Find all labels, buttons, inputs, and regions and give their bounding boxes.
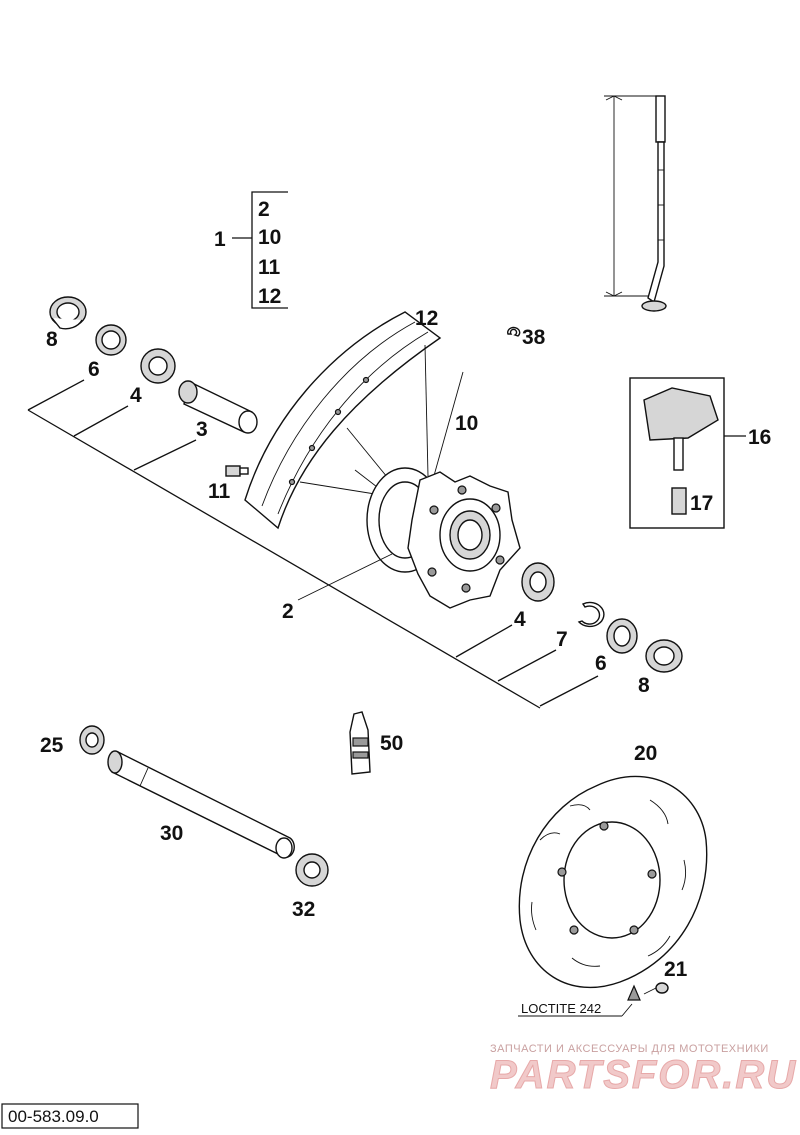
label-12: 12 — [415, 307, 438, 330]
label-group-11: 11 — [258, 256, 281, 279]
nipple-11-part — [225, 465, 249, 477]
brake-disc-20-part — [518, 775, 708, 989]
seal-6-left-part — [95, 324, 127, 356]
loctite-note-text: LOCTITE 242 — [521, 1001, 601, 1016]
label-38: 38 — [522, 326, 546, 349]
label-group-10: 10 — [258, 226, 281, 249]
label-32: 32 — [292, 898, 315, 921]
grease-tube-50-part — [349, 711, 371, 775]
label-4-left: 4 — [130, 384, 142, 407]
label-10: 10 — [455, 412, 478, 435]
valve-box — [629, 377, 746, 529]
label-17: 17 — [690, 492, 713, 515]
assembly-group-bracket — [232, 191, 288, 309]
nut-25-part — [79, 725, 105, 755]
axle-30-part — [107, 750, 295, 859]
label-3: 3 — [196, 418, 208, 441]
nut-32-part — [295, 853, 329, 887]
watermark-tagline: ЗАПЧАСТИ И АКСЕССУАРЫ ДЛЯ МОТОТЕХНИКИ — [490, 1043, 769, 1055]
label-11: 11 — [208, 480, 231, 503]
label-20: 20 — [634, 742, 657, 765]
label-30: 30 — [160, 822, 183, 845]
bearing-4-right-part — [521, 562, 555, 602]
label-4-right: 4 — [514, 608, 526, 631]
diagram-code: 00-583.09.0 — [8, 1107, 99, 1126]
clip-38-part — [507, 326, 521, 337]
label-group-2: 2 — [258, 198, 270, 221]
label-1: 1 — [214, 228, 226, 251]
spacer-8-left-part — [49, 296, 87, 330]
label-8-left: 8 — [46, 328, 58, 351]
label-6-left: 6 — [88, 358, 100, 381]
label-2: 2 — [282, 600, 294, 623]
label-50: 50 — [380, 732, 403, 755]
label-group-12: 12 — [258, 285, 281, 308]
spoke-part — [604, 95, 667, 312]
bearing-4-left-part — [140, 348, 176, 384]
circlip-7-part — [577, 601, 605, 628]
loctite-note — [518, 1003, 633, 1017]
rim-part — [244, 311, 442, 530]
distance-sleeve-3-part — [178, 380, 258, 434]
label-16: 16 — [748, 426, 771, 449]
seal-6-right-part — [606, 618, 638, 654]
diagram-code-box — [1, 1103, 139, 1129]
label-25: 25 — [40, 734, 64, 757]
bolt-21-part — [627, 982, 669, 1001]
label-7: 7 — [556, 628, 568, 651]
label-6-right: 6 — [595, 652, 607, 675]
spacer-8-right-part — [645, 639, 683, 673]
watermark-brand: PARTSFOR.RU — [490, 1053, 797, 1097]
label-8-right: 8 — [638, 674, 650, 697]
label-21: 21 — [664, 958, 688, 981]
leader-lines — [27, 379, 599, 709]
hub-part — [366, 467, 521, 609]
